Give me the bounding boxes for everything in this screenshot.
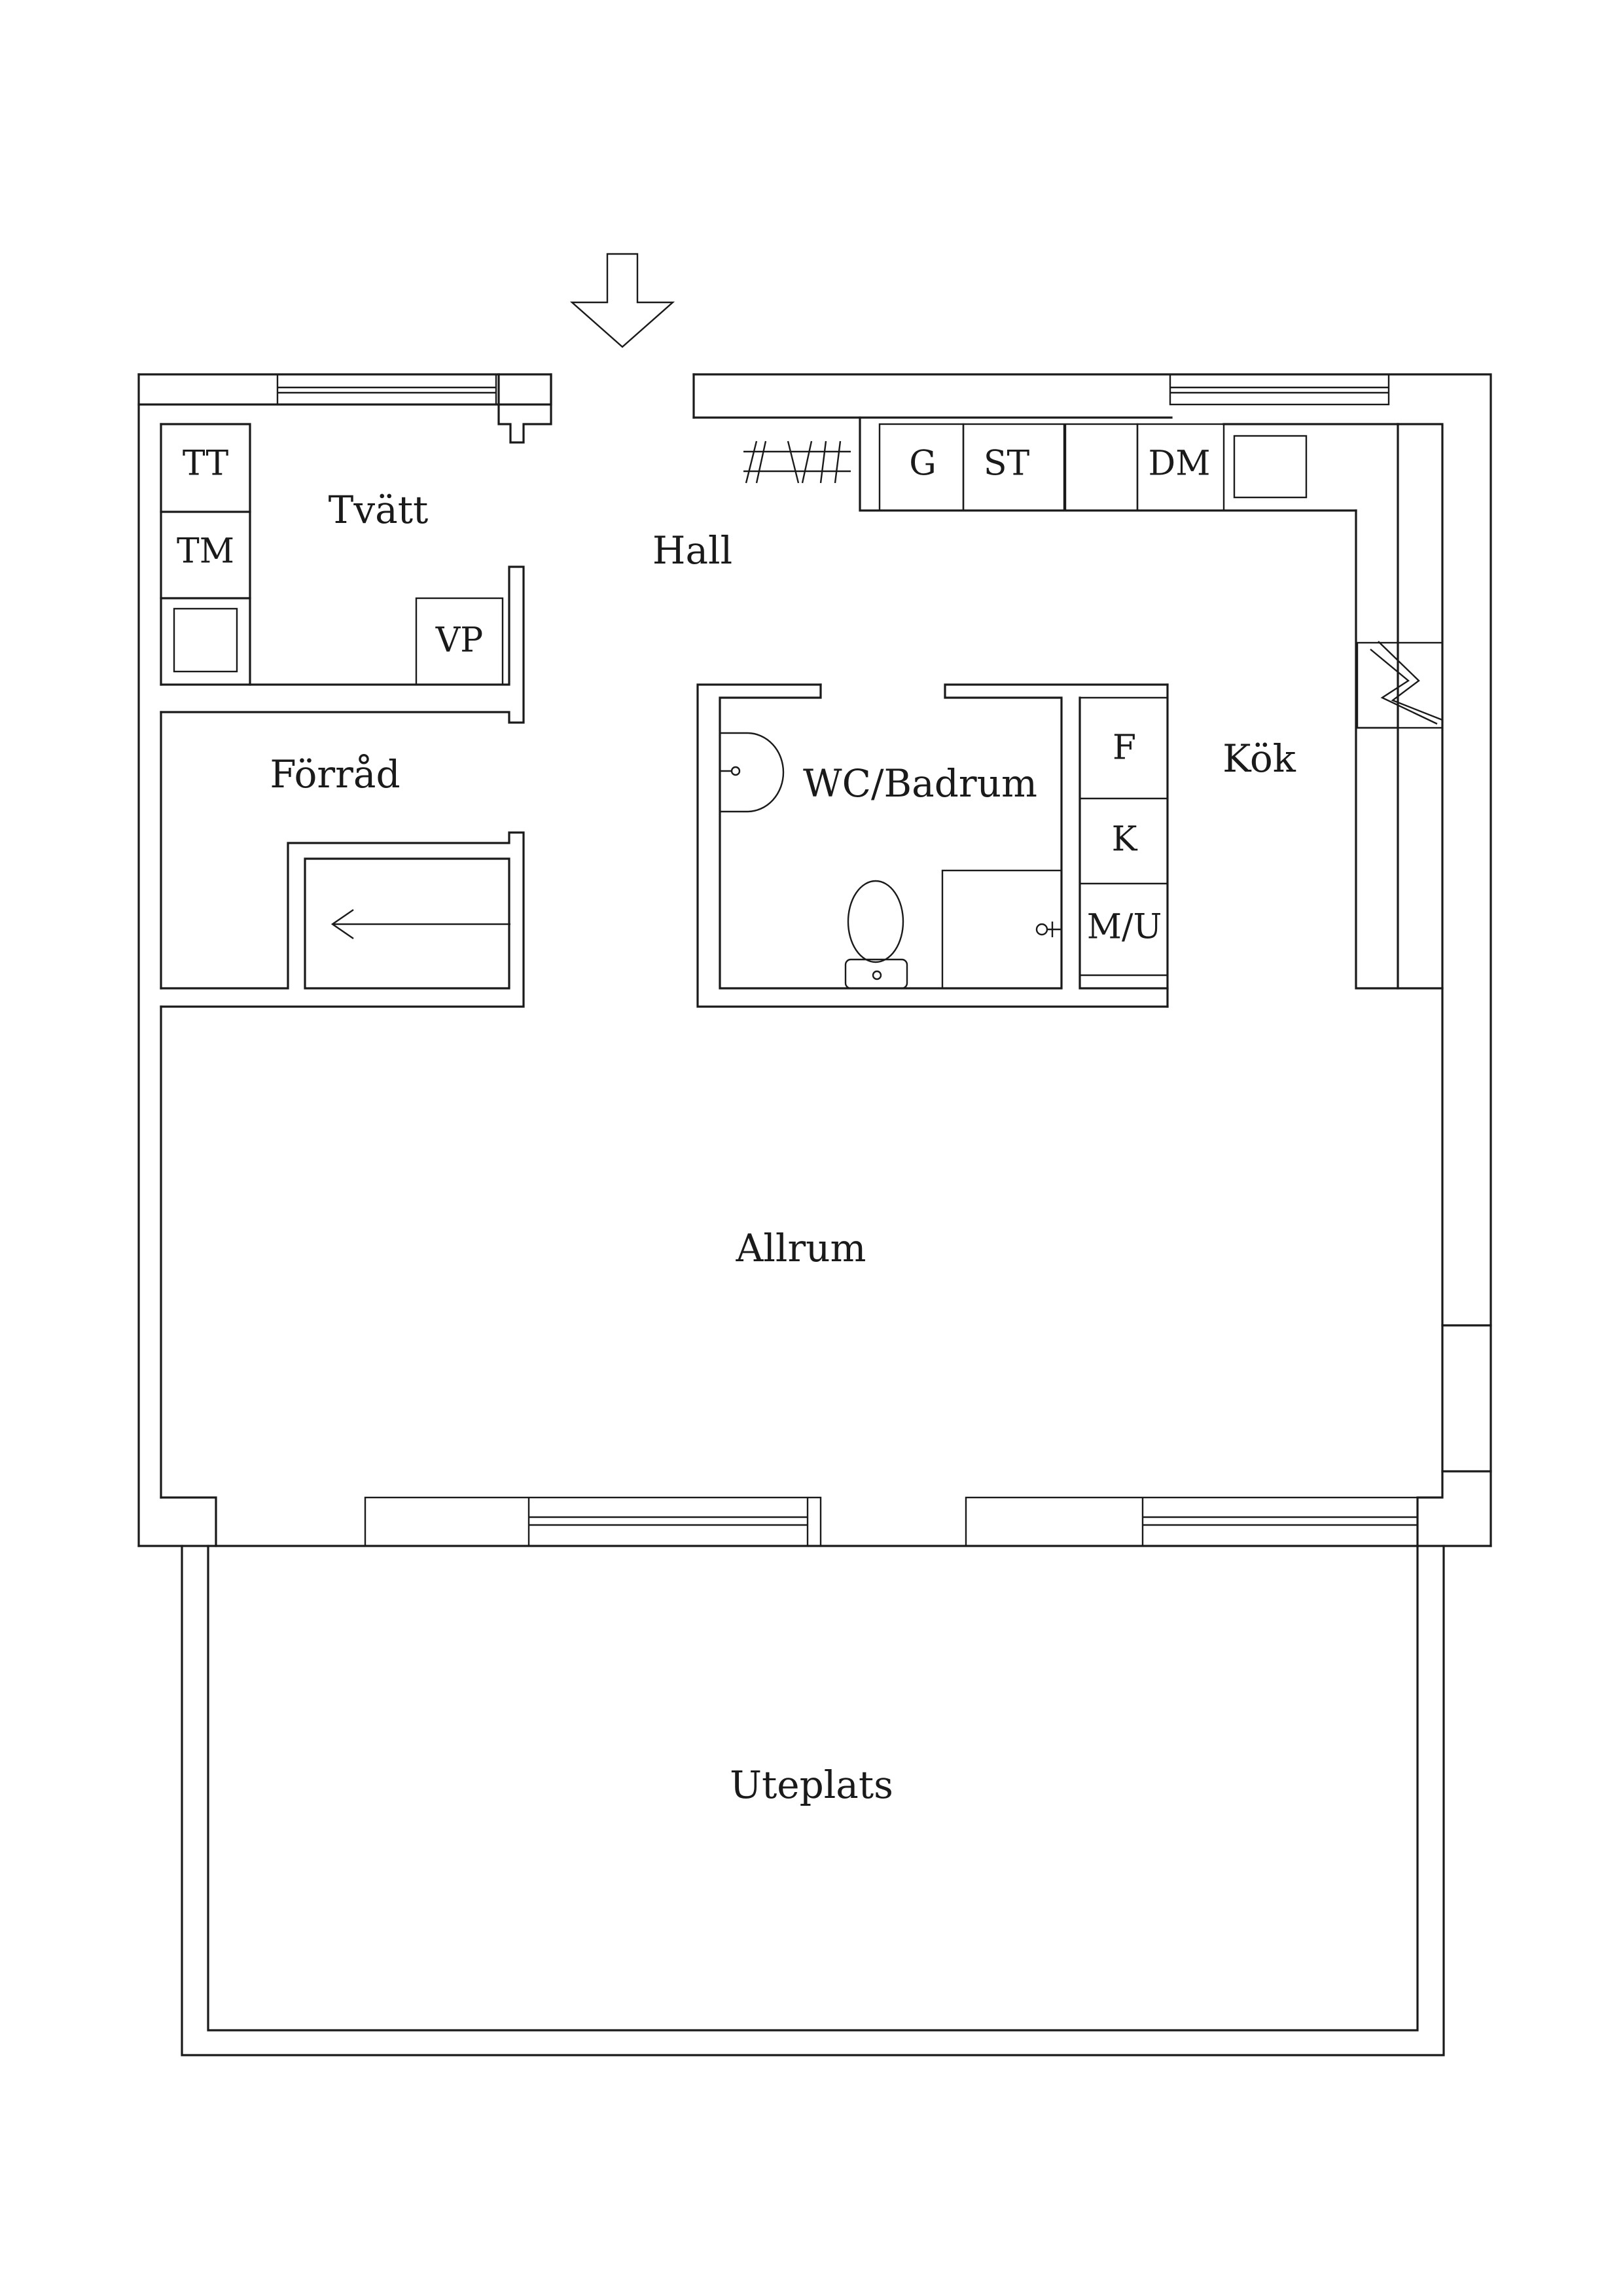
room-label-wc-badrum: WC/Badrum <box>803 761 1037 806</box>
washbasin-icon <box>719 732 785 813</box>
window-bottom-right <box>965 1496 1419 1547</box>
patio-outline <box>181 1545 1445 2056</box>
stove-icon <box>1233 435 1308 499</box>
outer-wall <box>137 373 1492 1547</box>
room-label-hall: Hall <box>652 528 732 573</box>
appliance-label-k: K <box>1112 820 1138 859</box>
window-top-left <box>276 373 497 406</box>
appliance-label-st: ST <box>984 444 1030 484</box>
entrance-arrow-icon <box>569 253 675 348</box>
appliance-label-vp: VP <box>435 621 484 660</box>
shower-icon <box>1035 922 1061 937</box>
sliding-door-arrow-icon <box>330 909 510 939</box>
window-bottom-left <box>364 1496 822 1547</box>
appliance-label-g: G <box>909 444 936 484</box>
wardrobe-icon <box>743 416 1357 512</box>
room-label-forrad: Förråd <box>270 752 400 797</box>
room-label-tvatt: Tvätt <box>329 488 429 532</box>
appliance-label-dm: DM <box>1149 444 1211 484</box>
room-label-allrum: Allrum <box>735 1226 866 1270</box>
laundry-walls <box>160 423 525 724</box>
appliance-label-tt: TT <box>183 444 229 484</box>
room-label-kok: Kök <box>1222 736 1296 781</box>
bathroom-walls <box>696 683 1169 1008</box>
appliance-label-mu: M/U <box>1087 908 1162 947</box>
toilet-icon <box>844 880 908 990</box>
kitchen-column <box>1079 683 1169 1008</box>
room-label-uteplats: Uteplats <box>730 1763 893 1807</box>
storage-walls <box>160 831 525 1008</box>
kitchen-counter <box>878 423 1444 990</box>
electrical-cabinet-icon <box>1356 641 1444 729</box>
appliance-label-tm: TM <box>177 532 234 571</box>
appliance-label-f: F <box>1113 728 1136 768</box>
window-top-right <box>1169 373 1390 406</box>
